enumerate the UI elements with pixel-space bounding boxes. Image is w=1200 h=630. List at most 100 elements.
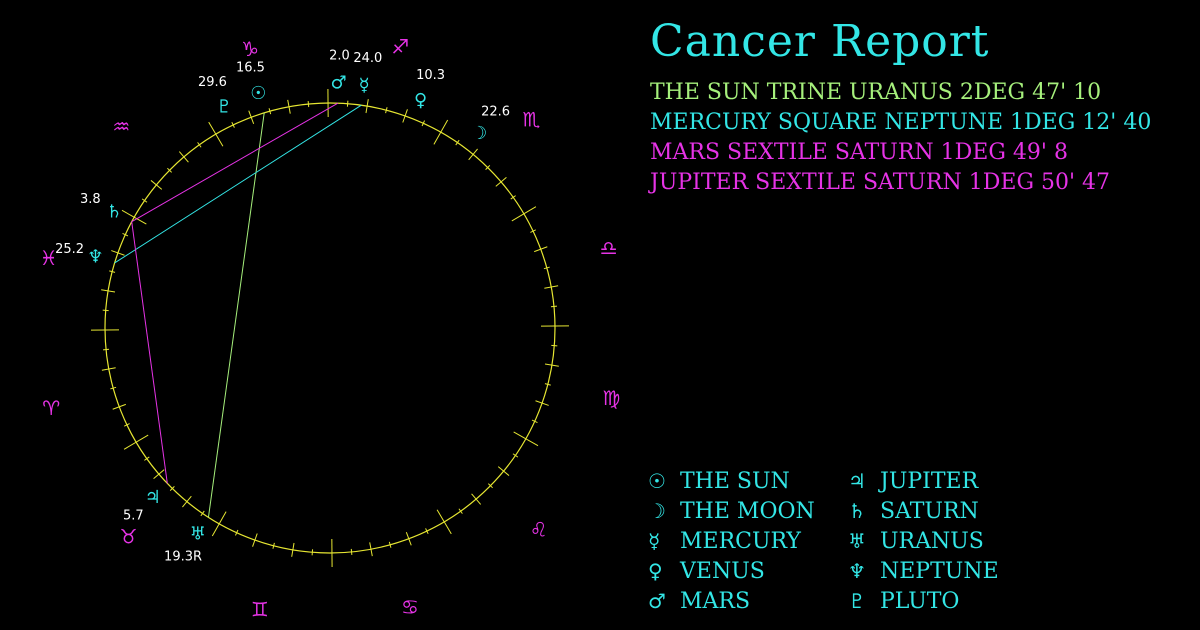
wheel-tick <box>111 250 125 256</box>
legend-item-moon: ☽ The Moon <box>648 496 848 526</box>
wheel-tick <box>122 232 129 237</box>
wheel-tick <box>109 270 116 273</box>
wheel-tick <box>150 180 163 190</box>
wheel-tick <box>487 483 493 489</box>
aspect-mercury-square-neptune: Mercury square Neptune 1deg 12' 40 <box>650 110 1152 135</box>
wheel-tick <box>497 466 510 476</box>
cancer-icon: ♋ <box>401 595 419 619</box>
mercury-icon: ☿ <box>648 529 661 553</box>
wheel-tick <box>101 367 116 371</box>
wheel-tick <box>421 120 426 127</box>
legend-label: Jupiter <box>880 468 979 494</box>
legend-item-neptune: ♆ Neptune <box>848 556 1048 586</box>
wheel-tick <box>103 348 110 351</box>
uranus-icon: ♅ <box>190 524 206 545</box>
wheel-tick <box>543 266 550 270</box>
mercury-degree-label: 24.0 <box>353 51 382 66</box>
wheel-tick <box>141 198 148 203</box>
aspect-jupiter-sextile-saturn: Jupiter sextile Saturn 1deg 50' 47 <box>650 170 1111 195</box>
neptune-icon: ♆ <box>848 559 866 583</box>
sun-degree-label: 16.5 <box>236 60 265 75</box>
aspect-line-jupiter-saturn <box>131 221 168 484</box>
wheel-tick <box>182 495 192 508</box>
taurus-icon: ♉ <box>120 525 138 549</box>
wheel-tick <box>385 107 388 114</box>
wheel-tick <box>252 533 258 547</box>
mars-icon: ♂ <box>648 589 666 613</box>
legend-label: The Moon <box>680 498 815 524</box>
legend-item-venus: ♀ Venus <box>648 556 848 586</box>
wheel-tick <box>513 431 539 447</box>
uranus-icon: ♅ <box>848 529 866 553</box>
wheel-tick <box>350 548 353 555</box>
planet-legend: ☉ The Sun ☽ The Moon ☿ Mercury ♀ Venus ♂… <box>648 466 1048 616</box>
legend-label: Uranus <box>880 528 984 554</box>
wheel-tick <box>211 511 227 537</box>
legend-label: Neptune <box>880 558 999 584</box>
wheel-tick <box>234 529 239 536</box>
mercury-icon: ☿ <box>359 75 370 96</box>
wheel-tick <box>123 434 149 450</box>
wheel-tick <box>544 363 559 367</box>
wheel-tick <box>287 99 291 114</box>
aspect-line-sun-uranus <box>207 112 265 518</box>
saturn-icon: ♄ <box>106 202 122 223</box>
legend-label: The Sun <box>680 468 790 494</box>
legend-item-mercury: ☿ Mercury <box>648 526 848 556</box>
wheel-tick <box>365 99 369 114</box>
wheel-tick <box>425 528 429 535</box>
legend-label: Pluto <box>880 588 960 614</box>
wheel-tick <box>248 110 255 124</box>
wheel-tick <box>530 229 537 233</box>
uranus-degree-label: 19.3R <box>164 549 202 564</box>
legend-item-jupiter: ♃ Jupiter <box>848 466 1048 496</box>
pisces-icon: ♓ <box>40 246 58 270</box>
wheel-tick <box>268 108 272 115</box>
pluto-icon: ♇ <box>848 589 866 613</box>
aspect-lines <box>114 102 362 518</box>
wheel-tick <box>388 541 392 548</box>
wheel-tick <box>121 209 147 225</box>
moon-degree-label: 22.6 <box>481 105 510 120</box>
saturn-icon: ♄ <box>848 499 866 523</box>
wheel-tick <box>485 165 491 171</box>
zodiac-signs: ♈♉♊♋♌♍♎♏♐♑♒♓ <box>40 35 621 622</box>
wheel-ticks <box>91 89 569 567</box>
aspect-list: The Sun trine Uranus 2deg 47' 10 Mercury… <box>650 78 1151 198</box>
libra-icon: ♎ <box>600 236 618 260</box>
wheel-tick <box>110 386 117 390</box>
leo-icon: ♌ <box>530 517 548 541</box>
wheel-tick <box>433 119 449 145</box>
wheel-tick <box>272 542 275 549</box>
virgo-icon: ♍ <box>602 386 620 410</box>
sun-icon: ☉ <box>648 469 666 493</box>
venus-degree-label: 10.3 <box>416 68 445 83</box>
wheel-tick <box>402 109 408 123</box>
wheel-tick <box>200 510 205 517</box>
wheel-tick <box>369 542 373 557</box>
wheel-tick <box>178 151 189 163</box>
scorpio-icon: ♏ <box>522 107 540 131</box>
wheel-tick <box>291 542 295 557</box>
neptune-degree-label: 25.2 <box>55 242 84 257</box>
legend-item-sun: ☉ The Sun <box>648 466 848 496</box>
legend-item-pluto: ♇ Pluto <box>848 586 1048 616</box>
planet-glyphs: ☉☽☿♀♂♃♄♅♆♇ <box>87 73 487 545</box>
venus-icon: ♀ <box>414 90 427 111</box>
wheel-tick <box>197 142 202 148</box>
neptune-icon: ♆ <box>87 247 103 268</box>
wheel-tick <box>531 419 538 424</box>
aries-icon: ♈ <box>42 396 60 420</box>
wheel-tick <box>169 485 175 491</box>
jupiter-icon: ♃ <box>145 487 161 508</box>
legend-label: Mars <box>680 588 751 614</box>
wheel-tick <box>544 383 551 386</box>
wheel-tick <box>208 121 224 147</box>
venus-icon: ♀ <box>648 559 663 583</box>
wheel-tick <box>468 148 478 161</box>
wheel-tick <box>144 456 150 461</box>
wheel-tick <box>510 195 516 200</box>
aspect-line-mars-saturn <box>131 102 339 223</box>
aspect-sun-trine-uranus: The Sun trine Uranus 2deg 47' 10 <box>650 80 1102 105</box>
aquarius-icon: ♒ <box>112 115 130 139</box>
